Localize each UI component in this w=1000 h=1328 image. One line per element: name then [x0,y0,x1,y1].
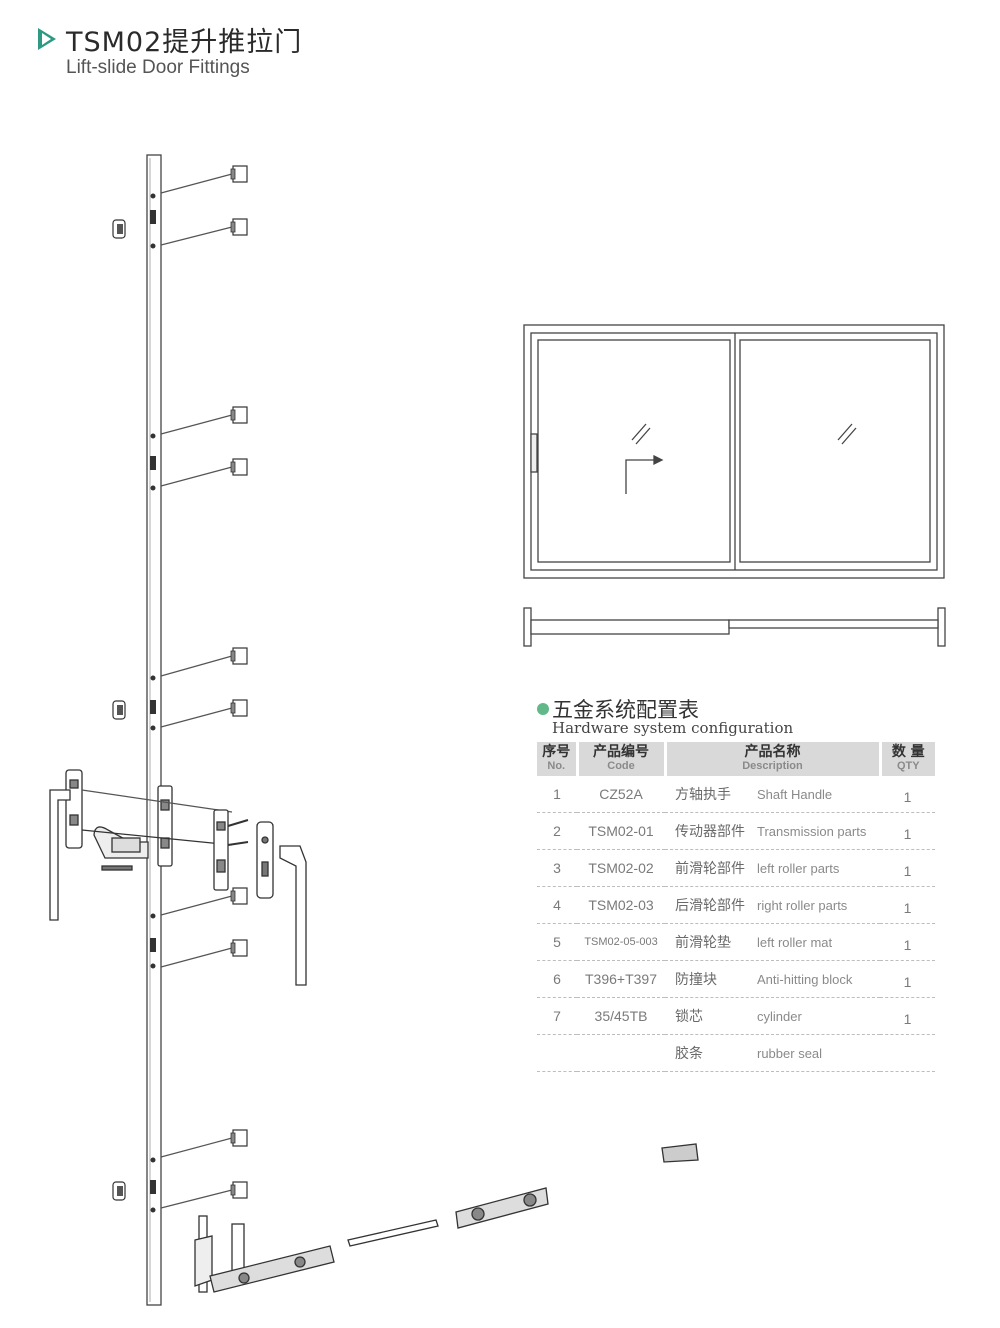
cell-no [537,1034,577,1072]
cell-code: 35/45TB [577,997,665,1035]
cell-qty [880,1034,935,1072]
section-bullet-icon [537,703,549,715]
cell-no: 2 [537,812,577,850]
cell-qty: 1 [880,923,935,961]
cell-no: 7 [537,997,577,1035]
cell-code: T396+T397 [577,960,665,998]
fittings-exploded-drawing [49,154,946,1306]
cell-code: TSM02-01 [577,812,665,850]
cell-qty: 1 [880,776,935,813]
cell-no: 4 [537,886,577,924]
table-subtitle: Hardware system configuration [552,719,794,737]
cell-qty: 1 [880,849,935,887]
cell-code: TSM02-02 [577,849,665,887]
cell-code [577,1034,665,1072]
roller-assembly [194,1143,699,1293]
title-arrow-icon [38,28,56,50]
cell-qty: 1 [880,997,935,1035]
vertical-transmission-rod [146,154,162,1306]
table-title: 五金系统配置表 [552,698,699,722]
page-title: TSM02提升推拉门 [66,27,303,58]
cell-no: 1 [537,776,577,813]
window-elevation [523,324,945,579]
cell-code: TSM02-05-003 [577,923,665,961]
cell-qty: 1 [880,960,935,998]
window-plan-section [523,607,946,647]
page-subtitle: Lift-slide Door Fittings [66,57,250,78]
cell-qty: 1 [880,886,935,924]
cell-no: 5 [537,923,577,961]
cell-no: 3 [537,849,577,887]
handle-assembly [49,769,307,986]
cell-no: 6 [537,960,577,998]
cell-code: CZ52A [577,776,665,813]
cell-qty: 1 [880,812,935,850]
cell-code: TSM02-03 [577,886,665,924]
